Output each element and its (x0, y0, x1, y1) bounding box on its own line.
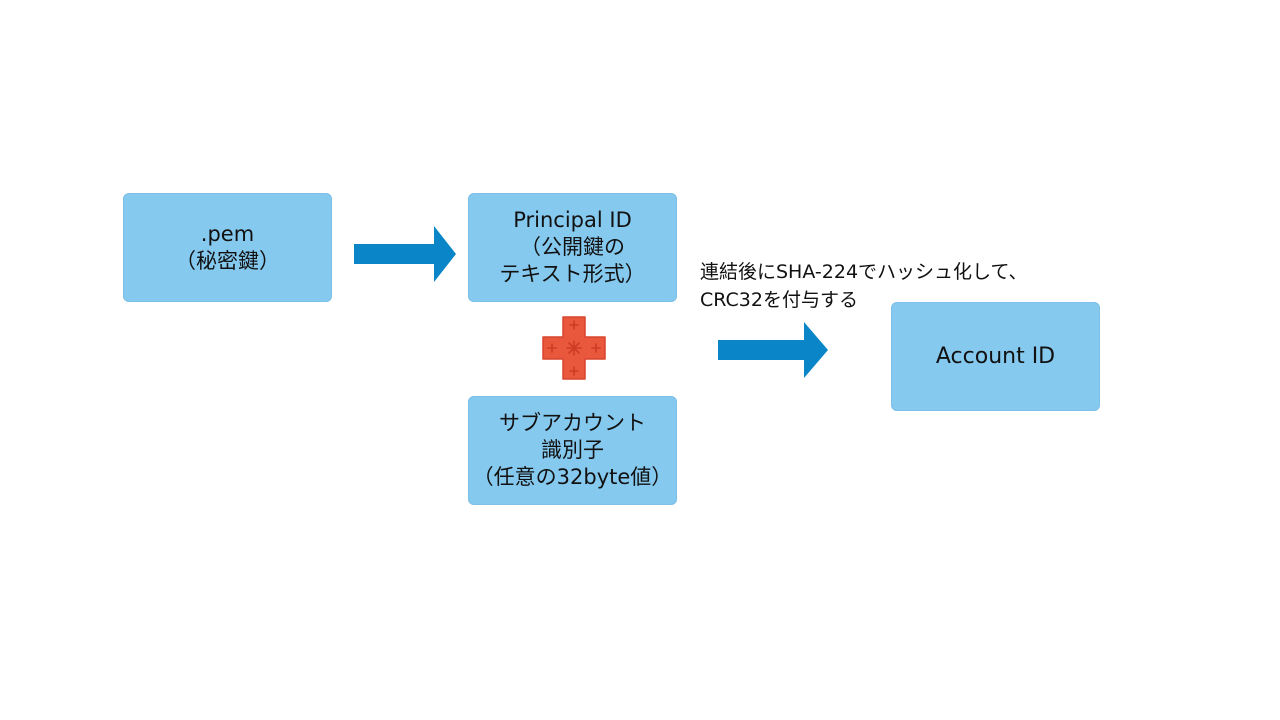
account-label: Account ID (935, 344, 1056, 369)
process-description-line-1: 連結後にSHA-224でハッシュ化して、 (700, 261, 1028, 283)
right-arrow-icon (354, 226, 456, 282)
subaccount-identifier-box: サブアカウント 識別子 （任意の32byte値） (468, 396, 677, 505)
account-id-box: Account ID (891, 302, 1100, 411)
process-description: 連結後にSHA-224でハッシュ化して、 CRC32を付与する (700, 258, 1028, 314)
pem-label: .pem (200, 221, 255, 246)
subaccount-sublabel-2: （任意の32byte値） (472, 465, 673, 489)
principal-sublabel-1: （公開鍵の (520, 235, 625, 259)
subaccount-label: サブアカウント (499, 411, 646, 435)
principal-sublabel-2: テキスト形式） (499, 262, 646, 286)
pem-private-key-box: .pem （秘密鍵） (123, 193, 332, 302)
pem-sublabel: （秘密鍵） (175, 248, 280, 273)
plus-icon (542, 316, 606, 380)
process-description-line-2: CRC32を付与する (700, 289, 858, 311)
principal-id-box: Principal ID （公開鍵の テキスト形式） (468, 193, 677, 302)
right-arrow-icon (718, 322, 828, 378)
subaccount-sublabel-1: 識別子 (541, 438, 604, 462)
principal-label: Principal ID (513, 208, 632, 232)
